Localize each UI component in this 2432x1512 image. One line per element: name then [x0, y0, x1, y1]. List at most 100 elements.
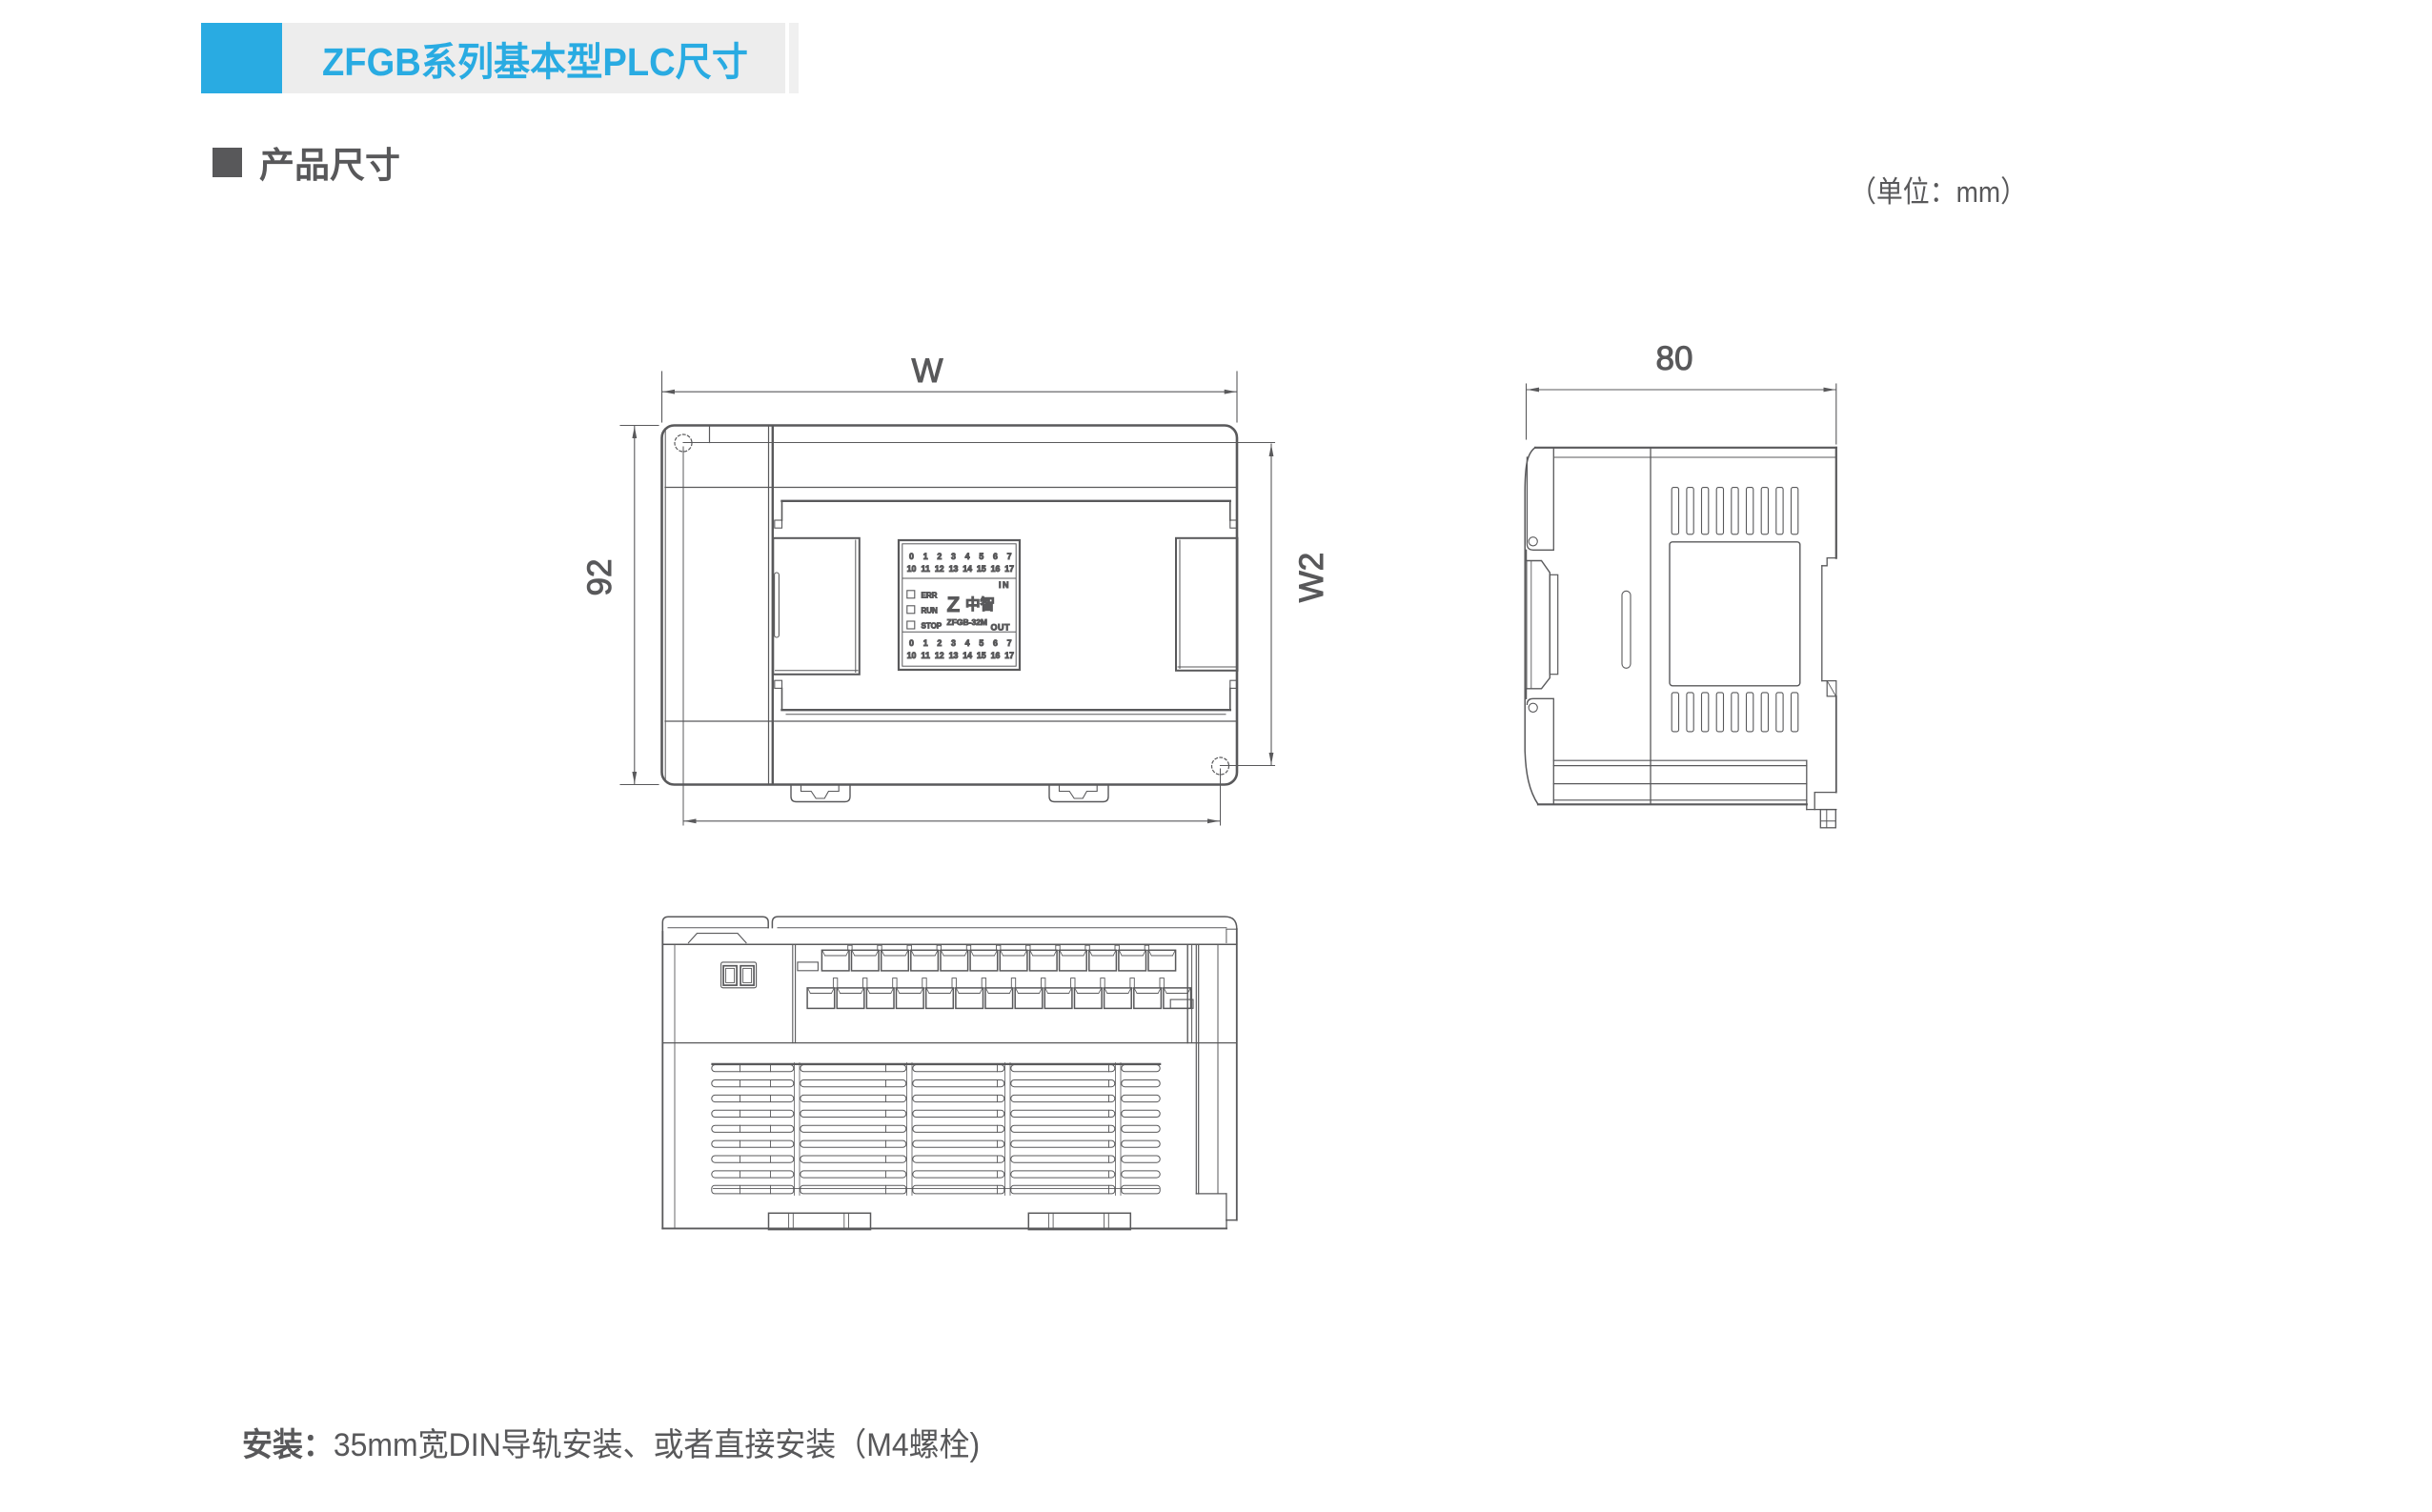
terminal-square [821, 949, 850, 972]
page-title: ZFGB系列基本型PLC尺寸 [322, 40, 748, 84]
terminal-square [969, 949, 999, 972]
grill-slot [711, 1170, 795, 1179]
terminal-bevel-slant [1127, 987, 1132, 995]
connector-box [772, 536, 861, 675]
terminal-bevel-slant [1118, 950, 1123, 957]
grill-slot [1121, 1155, 1161, 1163]
terminal-post [922, 978, 927, 989]
grill-slot [800, 1170, 907, 1179]
din-claw-diag [1826, 680, 1836, 696]
terminal-bevel-slant [1023, 950, 1027, 957]
terminal-post [862, 978, 868, 989]
front-connector-right [1175, 536, 1239, 672]
grill-slot [1121, 1079, 1161, 1088]
grill-slot [1010, 1094, 1116, 1103]
terminal-post [847, 944, 853, 951]
dim-arrow [1527, 387, 1539, 393]
terminal-square [1088, 949, 1118, 972]
connector-box [1175, 536, 1239, 672]
dim-arrow [662, 389, 675, 394]
panel-logo-mark: Z [947, 593, 961, 616]
vent-slot [1731, 692, 1739, 733]
terminal-post [1025, 944, 1031, 951]
hinge-slot [1621, 590, 1631, 669]
dim-label-w2: W2 [1293, 553, 1330, 603]
grill-slot [1121, 1109, 1161, 1119]
bottom-din-clips [767, 1212, 1132, 1231]
vent-slot [1775, 487, 1784, 535]
terminal-square [1073, 987, 1103, 1010]
header-accent-block [201, 23, 282, 93]
terminal-bevel-slant [830, 987, 835, 995]
led-num-in-0-6: 6 [993, 552, 998, 561]
terminal-post [996, 944, 1002, 951]
terminal-post [1114, 944, 1120, 951]
grill-slot [800, 1109, 907, 1119]
terminal-post [1055, 944, 1061, 951]
terminal-bevel-slant [837, 987, 841, 995]
front-terminal-covers [774, 499, 1238, 716]
bottom-flange [1526, 697, 1554, 805]
dim-label-80: 80 [1656, 340, 1693, 377]
grill-slot-last [800, 1184, 907, 1195]
mounting-note-text: 35mm宽DIN导轨安装、或者直接安装（M4螺栓) [333, 1427, 981, 1463]
terminal-post [1129, 978, 1135, 989]
port-outline [720, 961, 758, 989]
panel-inner [902, 543, 1017, 667]
vent-slot [1700, 487, 1710, 535]
units-note: （单位：mm） [1850, 175, 2027, 209]
vent-slot [1760, 692, 1770, 733]
din-clip [767, 1212, 872, 1231]
terminal-bevel-slant [925, 987, 930, 995]
led-num-out-0-6: 6 [993, 638, 998, 648]
terminal-post [981, 978, 987, 989]
side-view: 80 [1524, 340, 1837, 829]
terminal-bevel-slant [985, 987, 989, 995]
terminal-bevel-slant [955, 987, 960, 995]
dim-arrow [1823, 387, 1835, 393]
port-cell-inner [742, 967, 753, 983]
terminal-bevel-slant [1104, 987, 1108, 995]
front-dim-width: W [660, 353, 1238, 423]
led-num-out-0-2: 2 [937, 638, 942, 648]
terminal-bevel-slant [1068, 987, 1072, 995]
panel-out-label: OUT [991, 623, 1011, 633]
side-body [1524, 446, 1837, 806]
terminal-bevel-slant [1000, 950, 1004, 957]
led-num-in-0-5: 5 [979, 552, 983, 561]
led-num-in-1-7: 17 [1004, 564, 1014, 574]
dim-arrow [632, 772, 638, 784]
terminal-square [924, 987, 955, 1010]
dim-label-w: W [911, 353, 942, 390]
grill-slot [912, 1079, 1005, 1088]
vent-slot [1775, 692, 1784, 733]
led-num-out-1-1: 11 [922, 651, 930, 660]
terminal-square [1014, 987, 1044, 1010]
terminal-bevel-slant [1029, 950, 1034, 957]
grill-slot [912, 1064, 1005, 1073]
terminal-bevel-slant [1044, 987, 1049, 995]
terminal-bevel-slant [1163, 987, 1167, 995]
led-num-out-0-3: 3 [951, 638, 956, 648]
led-num-out-1-3: 13 [949, 651, 959, 660]
grill-slot [1121, 1139, 1161, 1148]
cover-notch [1229, 519, 1238, 529]
dim-arrow [684, 818, 697, 824]
terminal-bevel-slant [949, 987, 954, 995]
dim-arrow [1268, 444, 1274, 456]
terminal-bevel-slant [904, 950, 909, 957]
terminal-bevel-slant [1098, 987, 1103, 995]
vent-slot [1686, 487, 1694, 535]
grill-slot [912, 1109, 1005, 1119]
din-clip [1027, 1212, 1132, 1231]
panel-out-numbers-row1: 0 1 2 3 4 5 6 7 [909, 638, 1013, 649]
terminal-post [1084, 944, 1090, 951]
terminal-bevel-slant [1053, 950, 1058, 957]
mounting-hole [674, 433, 693, 453]
led-num-in-0-3: 3 [951, 552, 956, 561]
grill-slot [711, 1094, 795, 1103]
grill-slot [1121, 1064, 1161, 1073]
vent-slot [1731, 487, 1739, 535]
terminal-bevel-slant [890, 987, 894, 995]
